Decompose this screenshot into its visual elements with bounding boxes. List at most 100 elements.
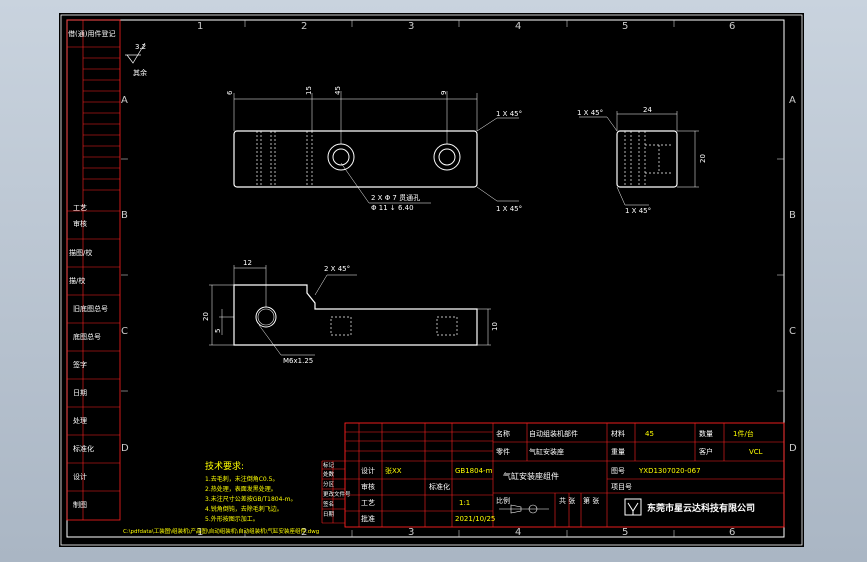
col-label: 4 [515,21,521,32]
front-dim-mid: 15 [305,86,313,95]
drawing-no-label: 图号 [611,467,625,475]
rev-header: 处数 [323,470,335,478]
technical-requirements: 技术要求: 1.去毛刺，未注倒角C0.5。 2.热处理，表面发黑处理。 3.未注… [123,460,319,535]
row-label: B [789,210,796,221]
client-value: VCL [749,448,763,456]
bottom-dim-height: 20 [202,312,210,321]
col-label: 3 [408,21,414,32]
weight-label: 重量 [611,448,625,456]
material-value: 45 [645,430,654,438]
page-label: 第 张 [583,496,599,505]
column-ticks [121,20,784,537]
strip-label: 制图 [73,500,87,509]
sheet-label: 共 张 [559,496,575,505]
col-label: 2 [301,527,307,538]
quantity-label: 数量 [699,429,713,438]
title-block: 标记 处数 分区 更改文件号 签名 日期 设计 审核 工艺 批准 标准化 张XX… [321,422,785,528]
quantity-value: 1件/台 [733,429,754,438]
scale-label: 比例 [496,496,510,505]
col-label: 5 [622,527,628,538]
file-path: C:\pdfdata\工装图\组装机\产品图\自动组装机\自动组装机\气缸安装座… [123,527,319,535]
tech-req-item: 4.锐角倒钝，去除毛刺飞边。 [205,505,283,513]
strip-label: 设计 [73,472,87,481]
strip-label: 日期 [73,389,87,397]
rev-header: 标记 [323,461,335,469]
tech-req-item: 1.去毛刺，未注倒角C0.5。 [205,475,278,483]
company-name: 东莞市星云达科技有限公司 [647,502,755,514]
row-label: D [121,443,129,454]
drawing-no-value: YXD1307020-067 [638,467,701,475]
rev-header: 分区 [323,480,335,488]
col-label: 1 [197,527,203,538]
strip-label: 工艺 [73,204,87,212]
bottom-dim-right: 10 [491,322,499,331]
roughness-value: 3.2 [135,43,146,51]
col-label: 6 [729,21,735,32]
date-value: 2021/10/25 [455,515,495,523]
bottom-chamfer: 2 X 45° [324,265,350,273]
bottom-thread: M6x1.25 [283,357,313,365]
strip-label: 旧底图总号 [73,304,108,313]
front-dim-left: 6 [226,90,234,95]
tech-req-item: 5.外形按图示加工。 [205,515,259,523]
col-label: 3 [408,527,414,538]
assembly-name: 气缸安装座组件 [503,471,559,481]
client-label: 客户 [699,447,713,456]
strip-label: 处理 [73,416,87,425]
row-label: B [121,210,128,221]
inner-frame [66,19,785,538]
col-label: 5 [622,21,628,32]
side-dim-height: 20 [699,154,707,163]
material-label: 材料 [611,429,625,438]
row-label: C [121,326,128,337]
front-hole-note-2: Φ 11 ↓ 6.40 [371,204,414,212]
name-value: 自动组装机部件 [529,429,578,438]
front-dim-right: 9 [440,91,448,95]
strip-label: 底图总号 [73,332,101,341]
bottom-view: 12 20 5 10 2 X 45° M6x1.25 [202,259,499,365]
name-label: 名称 [496,429,510,438]
company-logo [624,498,642,516]
tech-req-item: 2.热处理，表面发黑处理。 [205,485,277,493]
row-label: C [789,326,796,337]
outer-frame [60,14,803,546]
side-chamfer-bottom: 1 X 45° [625,207,651,215]
row-label-approve: 批准 [361,514,375,523]
strip-label: 描/校 [69,276,85,285]
drawing-sheet: 1 2 3 4 5 6 1 2 3 4 5 6 A B C D A B C D [59,13,804,547]
strip-label: 签字 [73,360,87,369]
col-label: 1 [197,21,203,32]
scale-ratio-value: 1:1 [459,499,470,507]
tech-req-title: 技术要求: [205,460,244,472]
drawing-canvas: 1 2 3 4 5 6 1 2 3 4 5 6 A B C D A B C D [60,14,803,546]
strip-label: 标准化 [73,444,94,453]
strip-label: 审核 [73,219,87,228]
sub-name-value: 气缸安装座 [529,447,564,456]
designer-value: 张XX [385,466,402,475]
projection-symbol [499,504,549,514]
row-label: D [789,443,797,454]
side-dim-width: 24 [643,106,652,114]
row-label-review: 审核 [361,482,375,491]
project-label: 项目号 [611,483,632,491]
rev-header: 日期 [323,511,335,518]
front-dim-pitch: 45 [334,86,342,95]
roughness-symbol: 3.2 其余 [125,42,147,77]
strip-label: 描图/校 [69,248,92,257]
left-signature-strip: 借(通)用件登记 工艺 审核 描图/校 描/校 旧底图总号 底图总号 签字 日期… [66,19,121,521]
standard-value: GB1804-m [455,467,493,475]
row-label: A [789,95,796,106]
tech-req-item: 3.未注尺寸公差按GB/T1804-m。 [205,495,296,503]
rev-header: 签名 [323,500,334,508]
front-view: 1 X 45° 1 X 45° 2 X Φ 7 贯通孔 Φ 11 ↓ 6.40 … [226,86,522,213]
strip-label: 借(通)用件登记 [68,29,115,38]
front-chamfer-top: 1 X 45° [496,110,522,118]
front-chamfer-bottom: 1 X 45° [496,205,522,213]
part-label: 零件 [496,447,510,456]
side-view: 24 20 1 X 45° 1 X 45° [577,106,707,215]
col-label: 6 [729,527,735,538]
col-label: 4 [515,527,521,538]
col-label: 2 [301,21,307,32]
bottom-dim-small: 5 [214,329,222,333]
front-hole-note-1: 2 X Φ 7 贯通孔 [371,193,420,202]
